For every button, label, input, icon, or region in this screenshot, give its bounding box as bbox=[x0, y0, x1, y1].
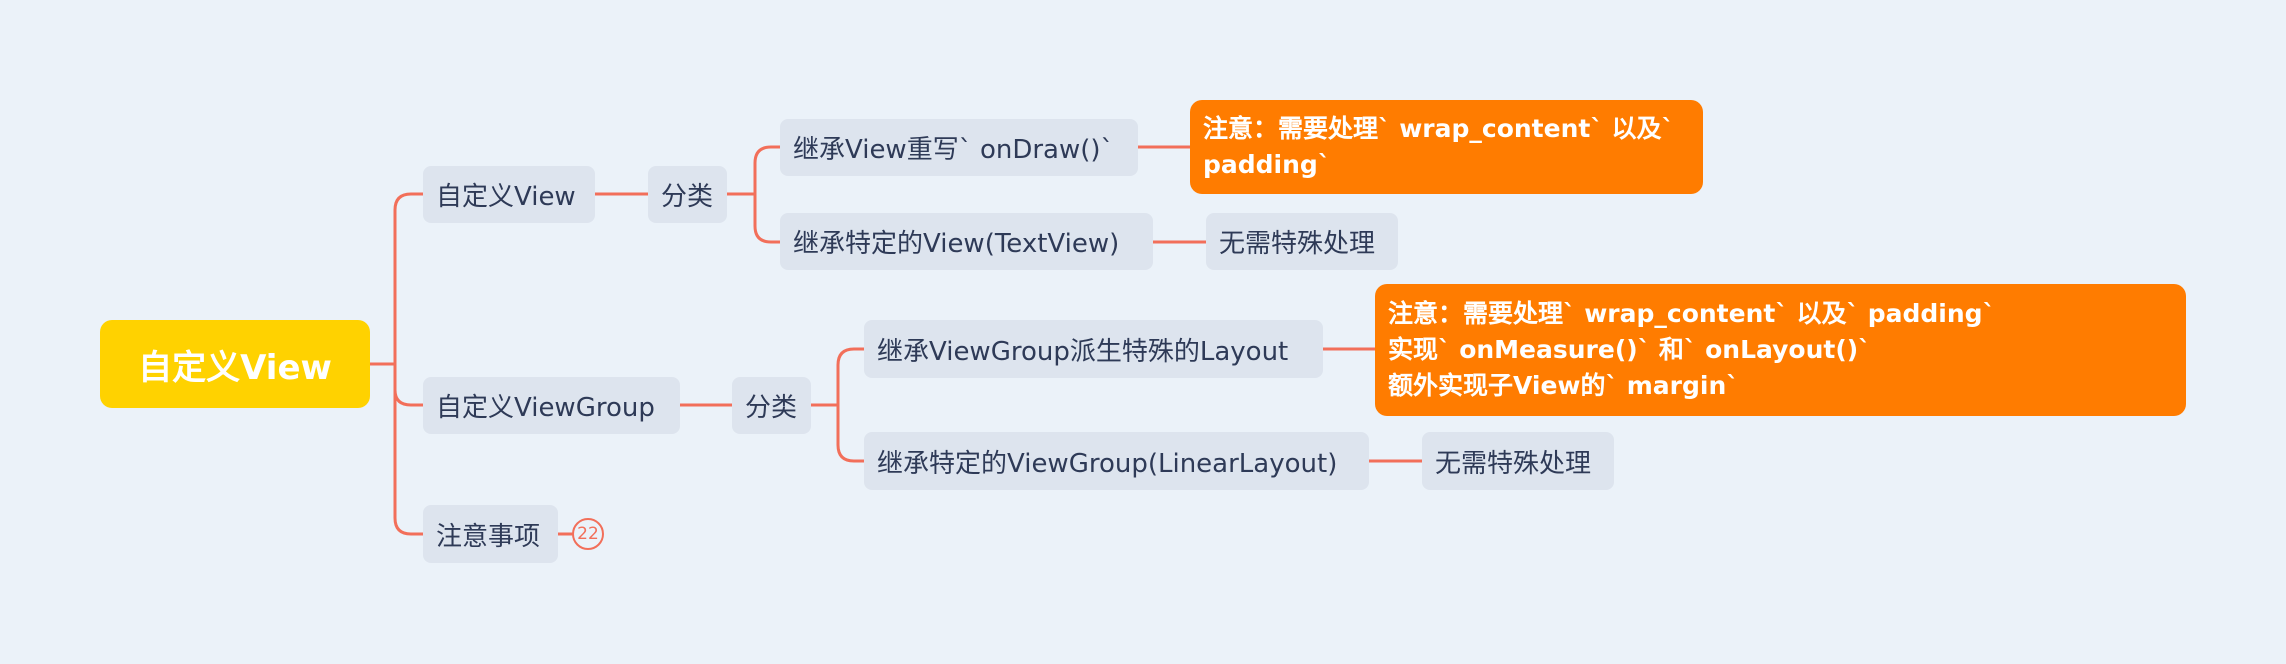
note-line: 额外实现子View的` margin` bbox=[1388, 371, 1739, 400]
note-view-textview-label: 无需特殊处理 bbox=[1219, 229, 1376, 259]
note-line: 注意：需要处理` wrap_content` 以及` padding` bbox=[1388, 299, 1996, 328]
note-viewgroup-layout[interactable]: 注意：需要处理` wrap_content` 以及` padding` 实现` … bbox=[1375, 284, 2186, 416]
topic-viewgroup-category[interactable]: 分类 bbox=[732, 377, 811, 434]
connector-root-branches bbox=[368, 192, 425, 536]
topic-view-category[interactable]: 分类 bbox=[648, 166, 727, 223]
note-line: 注意：需要处理` wrap_content` 以及` bbox=[1203, 114, 1675, 143]
topic-view-ondraw[interactable]: 继承View重写` onDraw()` bbox=[780, 119, 1138, 176]
topic-view-ondraw-label: 继承View重写` onDraw()` bbox=[793, 135, 1114, 165]
topic-custom-viewgroup-label: 自定义ViewGroup bbox=[436, 393, 655, 423]
note-viewgroup-linearlayout[interactable]: 无需特殊处理 bbox=[1422, 432, 1614, 490]
topic-custom-view-label: 自定义View bbox=[436, 182, 576, 212]
topic-viewgroup-linearlayout-label: 继承特定的ViewGroup(LinearLayout) bbox=[877, 448, 1338, 479]
connector-viewgroup-notes bbox=[1321, 347, 1424, 463]
connector-viewgroup-items bbox=[809, 347, 866, 463]
collapsed-count-badge[interactable]: 22 bbox=[572, 518, 604, 550]
topic-custom-viewgroup[interactable]: 自定义ViewGroup bbox=[423, 377, 680, 434]
note-line: 实现` onMeasure()` 和` onLayout()` bbox=[1388, 335, 1871, 364]
topic-notes[interactable]: 注意事项 bbox=[423, 505, 558, 563]
connector-view-items bbox=[725, 145, 782, 244]
topic-view-category-label: 分类 bbox=[661, 182, 714, 212]
topic-custom-view[interactable]: 自定义View bbox=[423, 166, 595, 223]
note-view-ondraw[interactable]: 注意：需要处理` wrap_content` 以及` padding` bbox=[1190, 100, 1703, 194]
topic-viewgroup-layout-label: 继承ViewGroup派生特殊的Layout bbox=[877, 336, 1289, 367]
connector-view-notes bbox=[1136, 145, 1208, 244]
note-view-textview[interactable]: 无需特殊处理 bbox=[1206, 213, 1398, 270]
topic-view-textview-label: 继承特定的View(TextView) bbox=[793, 229, 1120, 259]
note-line: padding` bbox=[1203, 150, 1331, 179]
topic-view-textview[interactable]: 继承特定的View(TextView) bbox=[780, 213, 1153, 270]
topic-viewgroup-linearlayout[interactable]: 继承特定的ViewGroup(LinearLayout) bbox=[864, 432, 1369, 490]
topic-viewgroup-category-label: 分类 bbox=[745, 393, 798, 423]
note-viewgroup-linearlayout-label: 无需特殊处理 bbox=[1435, 448, 1592, 479]
collapsed-count-label: 22 bbox=[577, 524, 599, 544]
topic-notes-label: 注意事项 bbox=[436, 521, 541, 552]
root-node[interactable]: 自定义View bbox=[100, 320, 370, 408]
root-label: 自定义View bbox=[138, 347, 332, 388]
topic-viewgroup-layout[interactable]: 继承ViewGroup派生特殊的Layout bbox=[864, 320, 1323, 378]
